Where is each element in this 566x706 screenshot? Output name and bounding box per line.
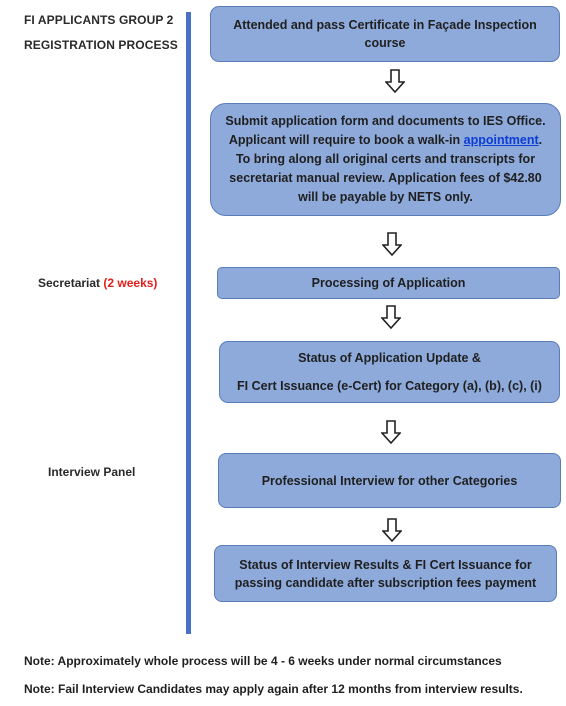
step5-text: Professional Interview for other Categor…: [261, 473, 518, 488]
step4-line1: Status of Application Update &: [298, 351, 481, 365]
note-reapply: Note: Fail Interview Candidates may appl…: [24, 682, 523, 696]
step2-line2-prefix: Applicant will require to book a walk-in: [228, 133, 464, 147]
down-arrow-icon: [382, 518, 402, 542]
step-status-update: Status of Application Update & FI Cert I…: [219, 341, 560, 403]
step2-line2: Applicant will require to book a walk-in…: [229, 131, 542, 150]
page-title-line1: FI APPLICANTS GROUP 2: [24, 13, 174, 27]
step-certificate-course: Attended and pass Certificate in Façade …: [210, 6, 560, 62]
down-arrow-icon: [381, 420, 401, 444]
step1-line1: Attended and pass Certificate in Façade …: [233, 18, 537, 32]
appointment-link[interactable]: appointment: [463, 133, 539, 147]
step-interview-results: Status of Interview Results & FI Cert Is…: [214, 545, 557, 602]
side-label-interview-panel: Interview Panel: [48, 465, 136, 479]
step-submit-application: Submit application form and documents to…: [210, 103, 561, 216]
step6-line1: Status of Interview Results & FI Cert Is…: [239, 557, 532, 572]
secretariat-label: Secretariat: [38, 276, 101, 290]
step1-line2: course: [364, 36, 406, 50]
note-process-duration: Note: Approximately whole process will b…: [24, 654, 502, 668]
step2-line3: To bring along all original certs and tr…: [235, 152, 536, 166]
down-arrow-icon: [382, 232, 402, 256]
step2-line4: secretariat manual review. Application f…: [229, 171, 542, 185]
down-arrow-icon: [385, 69, 405, 93]
step3-text: Processing of Application: [311, 276, 466, 290]
step2-line5: will be payable by NETS only.: [298, 190, 473, 204]
secretariat-duration: (2 weeks): [103, 276, 158, 290]
down-arrow-icon: [381, 305, 401, 329]
step2-line1: Submit application form and documents to…: [225, 114, 546, 128]
step6-line2: passing candidate after subscription fee…: [234, 575, 537, 590]
step4-line2: FI Cert Issuance (e-Cert) for Category (…: [237, 379, 542, 393]
step2-line2-suffix: .: [538, 133, 543, 147]
timeline-bar: [186, 12, 191, 634]
step-processing-application: Processing of Application: [217, 267, 560, 299]
page-title-line2: REGISTRATION PROCESS: [24, 38, 178, 52]
step-professional-interview: Professional Interview for other Categor…: [218, 453, 561, 508]
side-label-secretariat: Secretariat (2 weeks): [38, 276, 157, 290]
